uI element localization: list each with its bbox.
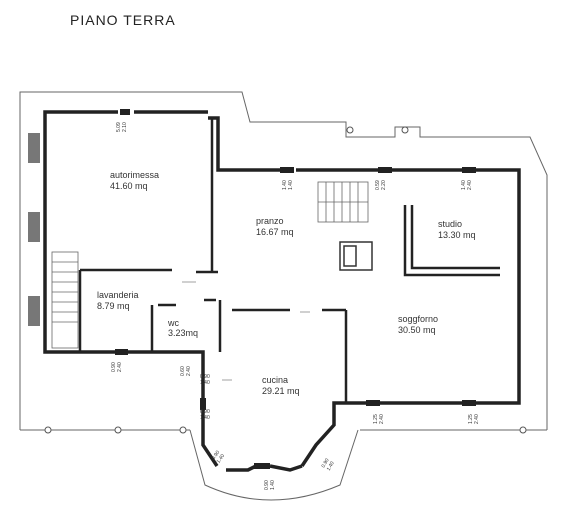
opening-width: 1.40	[282, 180, 288, 190]
opening-width: 0.90	[321, 457, 331, 469]
terrace-outline	[19, 91, 548, 501]
opening-height: 1.40	[326, 460, 336, 472]
opening-width: 0.90	[111, 362, 117, 372]
opening-width: 0.90	[200, 374, 210, 380]
opening-height: 1.40	[288, 180, 294, 190]
room-area: 41.60 mq	[110, 181, 148, 191]
room-area: 29.21 mq	[262, 386, 300, 396]
room-name: autorimessa	[110, 170, 159, 180]
opening-height: 2.40	[379, 414, 385, 424]
opening-width: 1.25	[468, 414, 474, 424]
room-area: 3.23mq	[168, 328, 198, 338]
opening-height: 2.10	[122, 122, 128, 132]
window-marks	[115, 109, 476, 469]
staircase	[51, 181, 369, 349]
room-name: studio	[438, 219, 462, 229]
opening-height: 2.40	[117, 362, 123, 372]
opening-labels: 5.09 2.10 1.40 1.40 0.59 2.20 1.40 2.40 …	[111, 122, 480, 490]
room-area: 30.50 mq	[398, 325, 436, 335]
opening-height: 2.40	[474, 414, 480, 424]
interior-walls	[78, 118, 500, 403]
opening-width: 0.60	[180, 366, 186, 376]
opening-height: 2.40	[467, 180, 473, 190]
terrace-posts	[44, 126, 527, 434]
garage-vents	[28, 133, 40, 326]
opening-height: 1.40	[270, 480, 276, 490]
opening-width: 1.25	[373, 414, 379, 424]
room-name: wc	[167, 318, 179, 328]
room-name: pranzo	[256, 216, 284, 226]
opening-height: 2.20	[381, 180, 387, 190]
opening-width: 1.40	[461, 180, 467, 190]
room-area: 13.30 mq	[438, 230, 476, 240]
opening-width: 0.90	[200, 409, 210, 415]
opening-width: 5.09	[116, 122, 122, 132]
room-name: cucina	[262, 375, 288, 385]
opening-width: 0.59	[375, 180, 381, 190]
opening-height: 1.40	[216, 453, 227, 465]
opening-height: 1.40	[200, 415, 210, 421]
opening-height: 2.40	[186, 366, 192, 376]
room-name: soggforno	[398, 314, 438, 324]
fireplace	[339, 241, 373, 271]
opening-width: 0.90	[211, 450, 222, 462]
exterior-walls	[43, 110, 521, 472]
opening-height: 1.40	[200, 380, 210, 386]
room-name: lavanderia	[97, 290, 139, 300]
plan-title: PIANO TERRA	[70, 12, 176, 28]
room-labels: autorimessa 41.60 mq pranzo 16.67 mq stu…	[97, 170, 476, 396]
room-area: 8.79 mq	[97, 301, 130, 311]
door-arrows	[182, 281, 310, 381]
opening-width: 0.90	[264, 480, 270, 490]
room-area: 16.67 mq	[256, 227, 294, 237]
